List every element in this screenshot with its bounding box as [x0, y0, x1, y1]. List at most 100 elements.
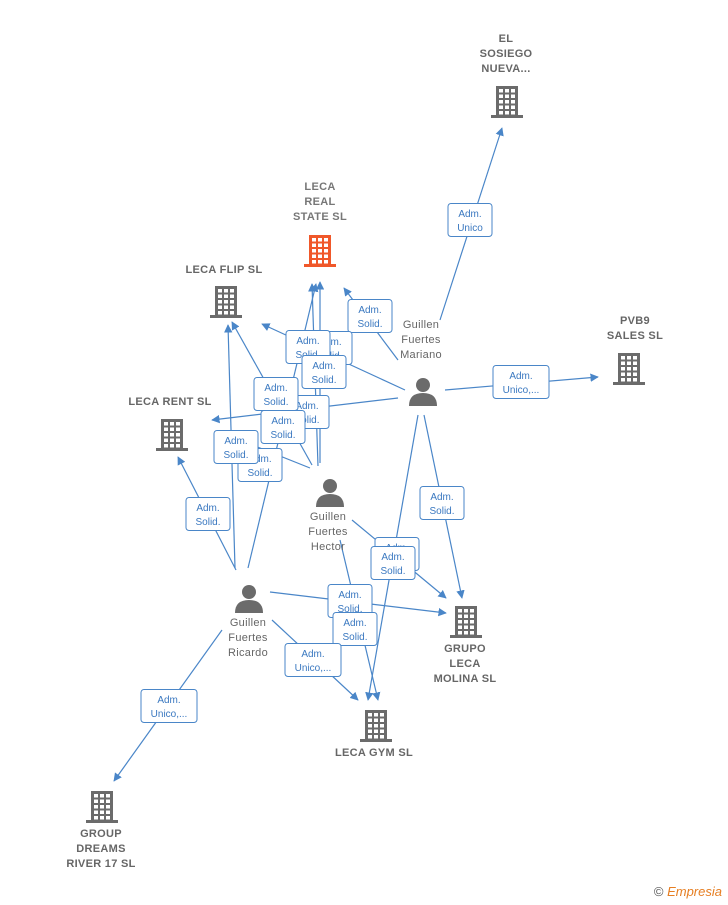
building-window [633, 372, 637, 376]
building-window [224, 305, 228, 309]
building-icon[interactable] [210, 286, 242, 318]
building-window [380, 735, 384, 739]
building-window [458, 620, 462, 624]
building-window [324, 260, 328, 264]
building-window [218, 289, 222, 293]
building-window [170, 438, 174, 442]
building-window [633, 367, 637, 371]
person-icon[interactable] [409, 378, 437, 406]
edge-label-text: Adm. [295, 401, 318, 412]
building-window [230, 311, 234, 315]
building-window [324, 254, 328, 258]
node-leca-flip[interactable]: LECA FLIP SL [186, 264, 263, 318]
node-label: PVB9 [620, 315, 650, 327]
edge-label[interactable]: Adm.Solid. [370, 546, 416, 580]
node-sosiego[interactable]: ELSOSIEGONUEVA... [480, 33, 533, 118]
edge-label[interactable]: Adm.Solid. [332, 612, 378, 646]
building-window [218, 294, 222, 298]
building-window [230, 300, 234, 304]
building-window [324, 243, 328, 247]
building-window [170, 422, 174, 426]
edge-label[interactable]: Adm.Solid. [347, 299, 393, 333]
building-window [380, 724, 384, 728]
edge-label[interactable]: Adm.Solid. [419, 486, 465, 520]
building-window [505, 89, 509, 93]
building-window [627, 372, 631, 376]
building-icon[interactable] [156, 419, 188, 451]
building-window [633, 356, 637, 360]
building-window [621, 372, 625, 376]
edge-label-text: Solid. [294, 415, 319, 426]
edge-labels: Adm.UnicoAdm.Solid.Adm.Solid.Adm.Solid.A… [140, 203, 550, 723]
building-icon[interactable] [360, 710, 392, 742]
building-window [374, 724, 378, 728]
building-window [458, 625, 462, 629]
node-label: LECA [449, 658, 480, 670]
edge-label-text: Unico,... [295, 663, 332, 674]
edge-label-box [447, 203, 493, 237]
edge-label[interactable]: Adm.Unico [447, 203, 493, 237]
building-window [176, 427, 180, 431]
edge-label[interactable]: Adm.Solid. [185, 497, 231, 531]
edge-label-text: Adm. [301, 649, 324, 660]
edge-label[interactable]: Adm.Unico,... [140, 689, 198, 723]
edge-label-box [332, 612, 378, 646]
edge-label-text: Unico,... [503, 385, 540, 396]
edge-label-text: Adm. [224, 436, 247, 447]
building-base [86, 820, 118, 823]
building-window [94, 810, 98, 814]
edge-label-text: Solid. [357, 319, 382, 330]
building-window [164, 438, 168, 442]
building-window [106, 810, 110, 814]
node-label: Guillen [403, 319, 439, 331]
edge-label[interactable]: Adm.Solid. [260, 410, 306, 444]
building-icon[interactable] [491, 86, 523, 118]
node-leca-rent[interactable]: LECA RENT SL [128, 396, 211, 451]
building-window [464, 631, 468, 635]
building-window [170, 433, 174, 437]
building-window [318, 249, 322, 253]
building-window [230, 289, 234, 293]
building-window [318, 238, 322, 242]
node-label: GROUP [80, 828, 122, 840]
building-window [499, 105, 503, 109]
building-icon[interactable] [613, 353, 645, 385]
node-label: LECA [304, 181, 335, 193]
brand-logo[interactable]: Empresia [667, 884, 722, 899]
person-icon[interactable] [235, 585, 263, 613]
edge-label-box [284, 643, 342, 677]
building-window [470, 620, 474, 624]
edge-label[interactable]: Adm.Solid. [213, 430, 259, 464]
node-gym[interactable]: LECA GYM SL [335, 710, 413, 759]
node-label: STATE SL [293, 211, 347, 223]
edge-label[interactable]: Adm.Unico,... [492, 365, 550, 399]
edge-label-text: Unico,... [151, 709, 188, 720]
building-window [511, 111, 515, 115]
edge-label[interactable]: Adm.Solid. [253, 377, 299, 411]
building-window [368, 713, 372, 717]
building-window [218, 305, 222, 309]
building-window [224, 294, 228, 298]
building-window [94, 799, 98, 803]
edge-label[interactable]: Adm.Solid. [301, 355, 347, 389]
building-window [633, 378, 637, 382]
building-window [176, 433, 180, 437]
building-icon[interactable] [304, 235, 336, 267]
building-window [380, 718, 384, 722]
building-window [621, 361, 625, 365]
building-window [368, 724, 372, 728]
edge-label-text: Adm. [430, 492, 453, 503]
edge-label[interactable]: Adm. Unico,... [284, 643, 342, 677]
building-icon[interactable] [450, 606, 482, 638]
person-icon[interactable] [316, 479, 344, 507]
building-icon[interactable] [86, 791, 118, 823]
edge-label-box [301, 355, 347, 389]
